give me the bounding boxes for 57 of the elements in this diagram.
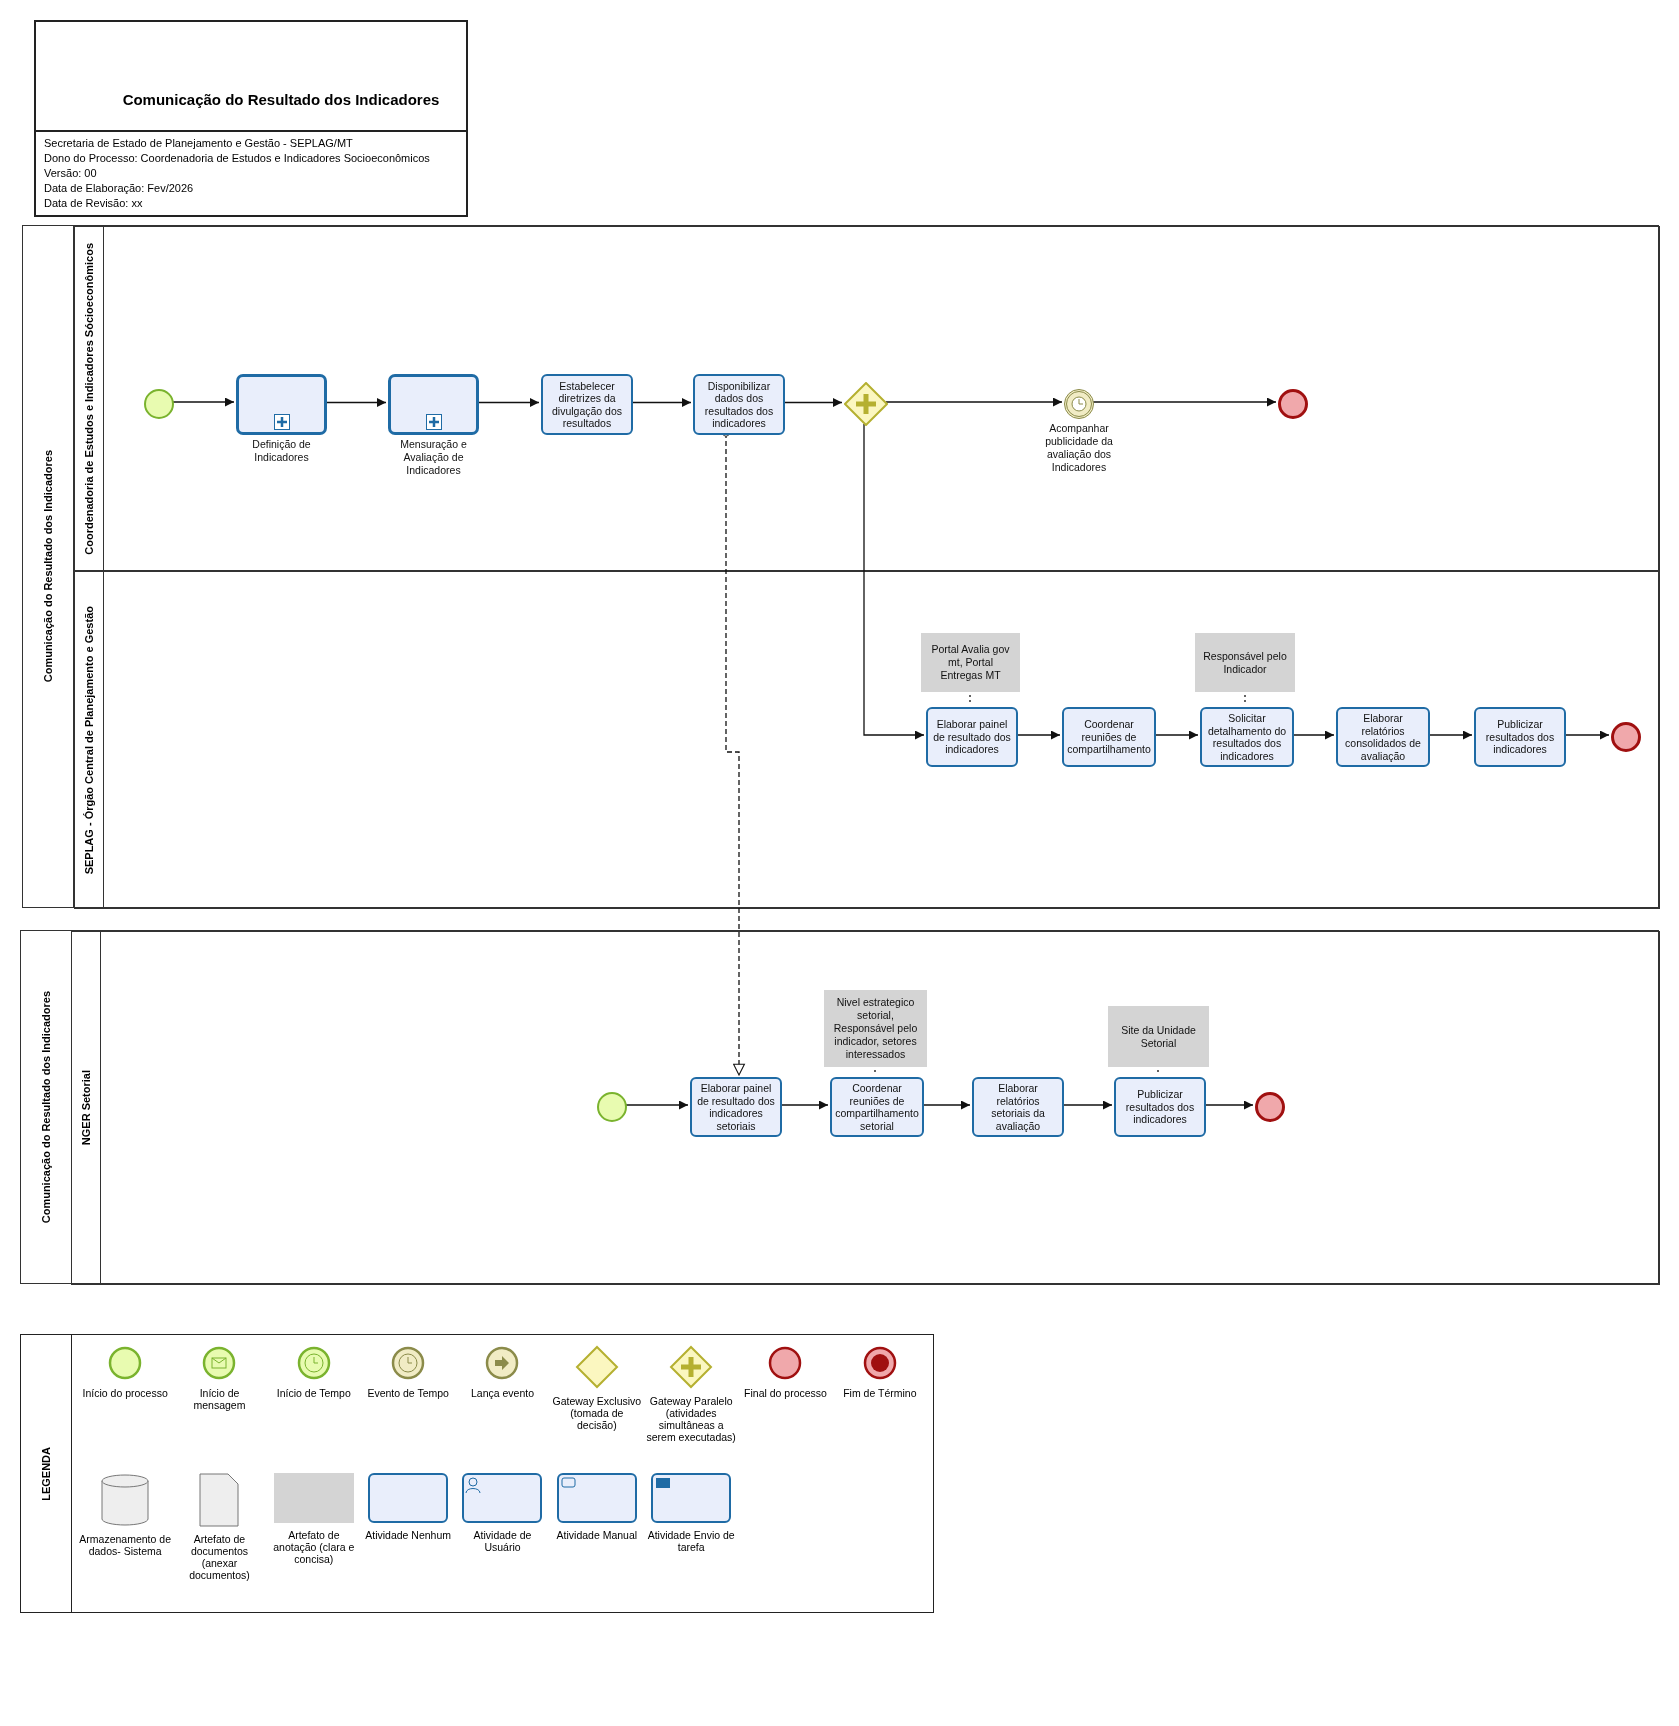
header-line: Data de Revisão: xx: [44, 196, 144, 211]
pool-title: Comunicação do Resultado dos Indicadores: [42, 450, 54, 683]
legend-label: Atividade Nenhum: [365, 1529, 452, 1541]
legend-label: Fim de Término: [843, 1387, 917, 1399]
task-box: Elaborar painel de resultado dos indicadores setoriais: [690, 1077, 782, 1137]
legend-label: Gateway Exclusivo (tomada de decisão): [551, 1395, 643, 1431]
task-box: Coordenar reuniões de compartilhamento: [1062, 707, 1156, 767]
lane-title: Coordenadoria de Estudos e Indicadores Sócioeconômicos: [83, 242, 95, 555]
end-event: [1278, 389, 1308, 419]
end-event: [1611, 722, 1641, 752]
legend-label: Artefato de anotação (clara e concisa): [272, 1529, 356, 1565]
legend-label: Gateway Paralelo (atividades simultâneas a serem executadas): [645, 1395, 737, 1443]
task-box: Estabelecer diretrizes da divulgação dos resultados: [541, 374, 633, 435]
task-box: Coordenar reuniões de compartilhamento setorial: [830, 1077, 924, 1137]
sequence-flow-arrow: [863, 423, 925, 740]
annotation-box: Portal Avalia gov mt, Portal Entregas MT: [921, 633, 1020, 692]
annotation-box: Nivel estrategico setorial, Responsável pelo indicador, setores interessados: [824, 990, 927, 1067]
legend-label: Atividade Manual: [556, 1529, 638, 1541]
title: Comunicação do Resultado dos Indicadores: [122, 91, 440, 108]
legend-label: Atividade Envio de tarefa: [646, 1529, 736, 1553]
swimlane: [74, 226, 1660, 571]
start-event: [597, 1092, 627, 1122]
legend-label: Início de mensagem: [192, 1387, 247, 1411]
task-box: Publicizar resultados dos indicadores: [1474, 707, 1566, 767]
legend-label: Lança evento: [470, 1387, 534, 1399]
parallel-gateway: [844, 382, 888, 426]
swimlane: [74, 571, 1660, 909]
task-box: Disponibilizar dados dos resultados dos indicadores: [693, 374, 785, 435]
start-event: [144, 389, 174, 419]
legend-label: Artefato de documentos (anexar documentos): [188, 1533, 251, 1581]
header-line: Versão: 00: [44, 166, 98, 181]
annotation-box: Responsável pelo Indicador: [1195, 633, 1295, 692]
lane-title: NGER Setorial: [80, 1070, 92, 1146]
task-box: Solicitar detalhamento do resultados dos indicadores: [1200, 707, 1294, 767]
end-event: [1255, 1092, 1285, 1122]
legend-label: Atividade de Usuário: [472, 1529, 533, 1553]
task-box: Publicizar resultados dos indicadores: [1114, 1077, 1206, 1137]
lane-title: SEPLAG - Órgão Central de Planejamento e Gestão: [83, 605, 95, 875]
task-box: Elaborar relatórios setoriais da avaliação: [972, 1077, 1064, 1137]
header-line: Secretaria de Estado de Planejamento e Gestão - SEPLAG/MT: [44, 136, 354, 151]
legend-label: Início do processo: [82, 1387, 168, 1399]
task-box: Elaborar relatórios consolidados de avaliação: [1336, 707, 1430, 767]
legend-label: Início de Tempo: [276, 1387, 351, 1399]
task-box: Elaborar painel de resultado dos indicadores: [926, 707, 1018, 767]
legend-label: Armazenamento de dados- Sistema: [78, 1533, 172, 1557]
task-label: Mensuração e Avaliação de Indicadores: [399, 438, 468, 477]
legend-heading: LEGENDA: [40, 1446, 52, 1501]
legend-label: Final do processo: [744, 1387, 827, 1399]
event-label: Acompanhar publicidade da avaliação dos Indicadores: [1044, 422, 1114, 474]
header-line: Data de Elaboração: Fev/2026: [44, 181, 195, 196]
sequence-flow-arrow: [885, 397, 1063, 407]
header-line: Dono do Processo: Coordenadoria de Estudos e Indicadores Socioeconômicos: [44, 151, 431, 166]
pool: [22, 225, 1659, 908]
task-label: Definição de Indicadores: [251, 438, 312, 464]
annotation-box: Site da Unidade Setorial: [1108, 1006, 1209, 1067]
legend-label: Evento de Tempo: [367, 1387, 449, 1399]
pool-title: Comunicação do Resultado dos Indicadores: [40, 990, 52, 1224]
